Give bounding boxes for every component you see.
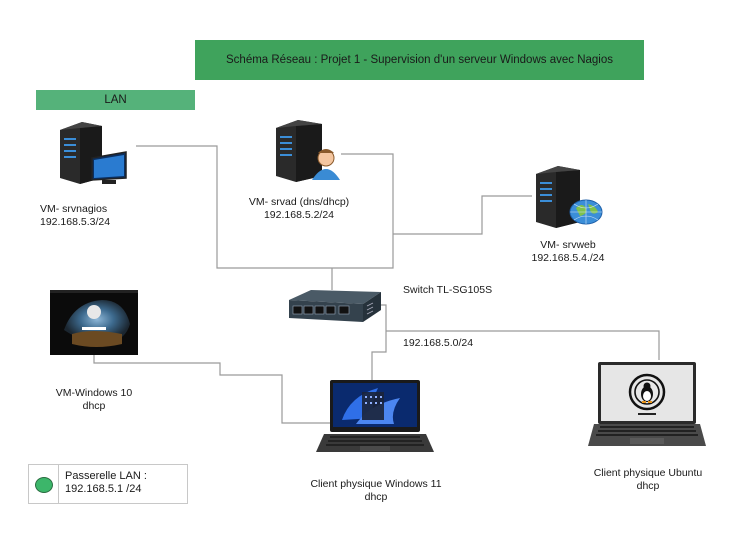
srvweb-ip: 192.168.5.4./24 <box>531 252 605 264</box>
link-srvweb-switch <box>393 195 532 235</box>
node-win11[interactable] <box>316 380 434 454</box>
srvweb-name: VM- srvweb <box>540 239 596 251</box>
lan-zone-text: LAN <box>104 94 127 106</box>
label-ubuntu: Client physique Ubuntu dhcp <box>580 467 716 493</box>
srvnagios-ip: 192.168.5.3/24 <box>40 216 111 228</box>
link-switch-ubuntu <box>386 330 660 360</box>
label-srvweb: VM- srvweb 192.168.5.4./24 <box>518 239 618 265</box>
srvnagios-name: VM- srvnagios <box>40 203 108 215</box>
diagram-title: Schéma Réseau : Projet 1 - Supervision d… <box>195 40 644 80</box>
gateway-dot-icon <box>35 477 53 493</box>
win11-name: Client physique Windows 11 <box>310 478 442 490</box>
legend-dot-cell <box>29 465 59 503</box>
label-switch: Switch TL-SG105S <box>403 284 492 297</box>
node-srvweb[interactable] <box>530 164 610 230</box>
legend-text: Passerelle LAN : 192.168.5.1 /24 <box>65 470 147 496</box>
laptop-ubuntu-icon <box>588 362 706 446</box>
label-srvnagios: VM- srvnagios 192.168.5.3/24 <box>40 203 150 229</box>
server-monitor-icon <box>60 122 127 184</box>
node-ubuntu[interactable] <box>588 362 706 450</box>
label-win11: Client physique Windows 11 dhcp <box>296 478 456 504</box>
win11-detail: dhcp <box>364 491 388 503</box>
link-switch-win11 <box>371 304 387 382</box>
srvad-name: VM- srvad (dns/dhcp) <box>248 196 350 208</box>
windows-login-screen-icon <box>50 290 138 355</box>
legend-line2: 192.168.5.1 /24 <box>65 483 142 495</box>
node-srvad[interactable] <box>268 120 348 186</box>
node-switch[interactable] <box>283 288 383 324</box>
diagram-title-text: Schéma Réseau : Projet 1 - Supervision d… <box>226 54 613 66</box>
subnet-text: 192.168.5.0/24 <box>403 337 474 349</box>
srvad-ip: 192.168.5.2/24 <box>263 209 335 221</box>
lan-zone-label: LAN <box>36 90 195 110</box>
label-win10: VM-Windows 10 dhcp <box>44 387 144 413</box>
switch-name: Switch TL-SG105S <box>403 284 493 296</box>
win10-detail: dhcp <box>82 400 106 412</box>
link-srvnagios-switch <box>136 145 332 269</box>
server-globe-icon <box>536 166 603 228</box>
gateway-legend: Passerelle LAN : 192.168.5.1 /24 <box>28 464 188 504</box>
node-srvnagios[interactable] <box>52 122 132 188</box>
legend-line1: Passerelle LAN : <box>65 470 147 482</box>
node-win10[interactable] <box>50 290 138 355</box>
subnet-label: 192.168.5.0/24 <box>403 337 473 350</box>
server-user-icon <box>276 120 340 182</box>
win10-name: VM-Windows 10 <box>55 387 133 399</box>
label-srvad: VM- srvad (dns/dhcp) 192.168.5.2/24 <box>238 196 360 222</box>
network-switch-icon <box>289 290 381 322</box>
link-srvad-switch <box>332 153 394 269</box>
link-win10-win11 <box>93 355 333 424</box>
ubuntu-detail: dhcp <box>636 480 660 492</box>
ubuntu-name: Client physique Ubuntu <box>593 467 703 479</box>
laptop-windows11-icon <box>316 380 434 452</box>
